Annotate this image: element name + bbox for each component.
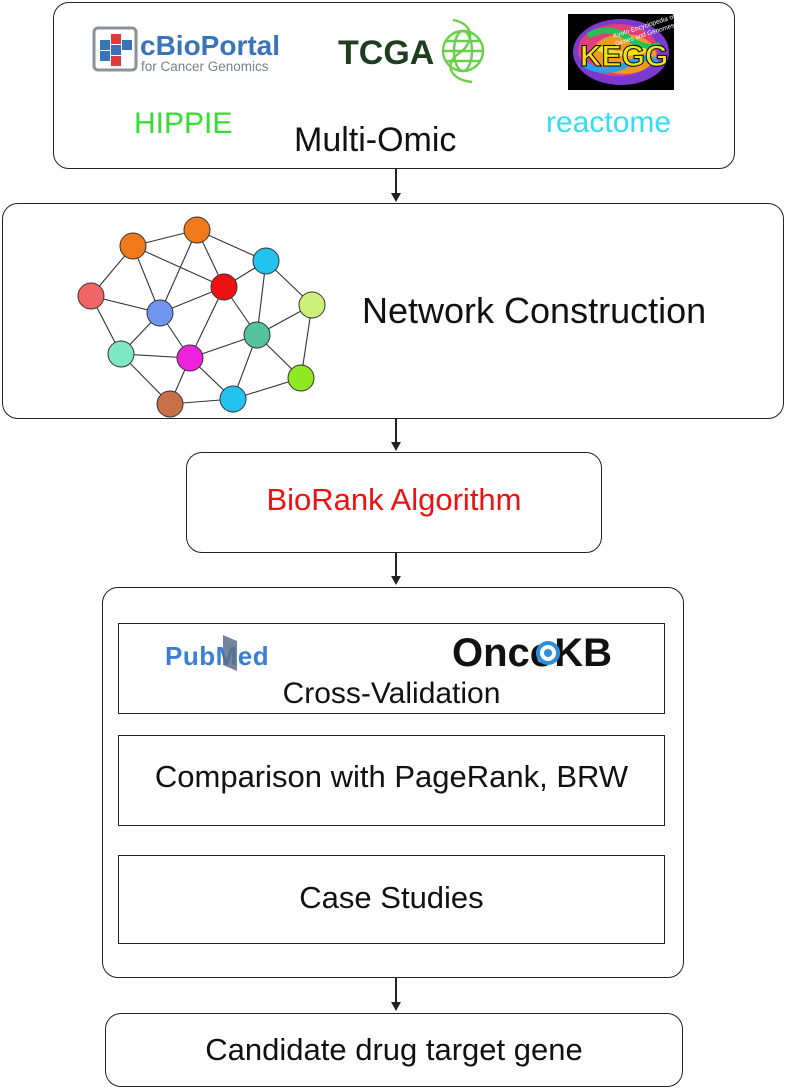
kegg-logo: KEGG Kyoto Encyclopedia of Genes and Gen…: [568, 14, 674, 90]
cbioportal-name: cBioPortal: [140, 30, 280, 61]
cross-validation-label: Cross-Validation: [282, 677, 501, 710]
case-studies-box: [118, 855, 665, 944]
tcga-logo: TCGA: [338, 18, 485, 84]
tcga-label: TCGA: [338, 34, 434, 72]
reactome-label: reactome: [546, 106, 672, 139]
book-icon: [223, 635, 237, 671]
cbioportal-tagline: for Cancer Genomics: [141, 59, 269, 74]
network-node: [183, 216, 211, 244]
network-node: [176, 344, 204, 372]
candidate-box: [105, 1013, 683, 1087]
comparison-box: [118, 735, 665, 826]
globe-icon: [441, 18, 485, 84]
network-node: [119, 232, 147, 260]
network-node: [219, 385, 247, 413]
network-node: [298, 291, 326, 319]
kegg-letters: KEGG: [580, 40, 668, 73]
biorank-box: [186, 452, 602, 553]
network-node: [156, 390, 184, 418]
oncokb-logo: OncoKB: [452, 631, 612, 675]
network-graph: [77, 216, 326, 418]
cross-validation-box: [118, 623, 665, 714]
oncokb-label: OncoKB: [452, 631, 612, 675]
target-icon: [536, 641, 560, 665]
hippie-label: HIPPIE: [134, 107, 233, 140]
multi-omic-label: Multi-Omic: [294, 121, 457, 159]
pubmed-label: PubMed: [165, 641, 269, 671]
network-node: [107, 340, 135, 368]
network-node: [287, 364, 315, 392]
network-node: [243, 321, 271, 349]
case-studies-label: Case Studies: [299, 880, 484, 915]
cbioportal-logo-frame: [92, 26, 138, 72]
network-nodes: [77, 216, 326, 418]
network-node: [252, 247, 280, 275]
pubmed-logo: PubMed: [165, 635, 269, 671]
network-node: [210, 273, 238, 301]
network-node: [146, 299, 174, 327]
biorank-label: BioRank Algorithm: [266, 482, 522, 517]
network-construction-label: Network Construction: [362, 290, 707, 331]
candidate-label: Candidate drug target gene: [205, 1032, 583, 1067]
comparison-label: Comparison with PageRank, BRW: [154, 759, 629, 794]
cbioportal-logo: cBioPortal for Cancer Genomics: [92, 26, 280, 74]
network-node: [77, 282, 105, 310]
